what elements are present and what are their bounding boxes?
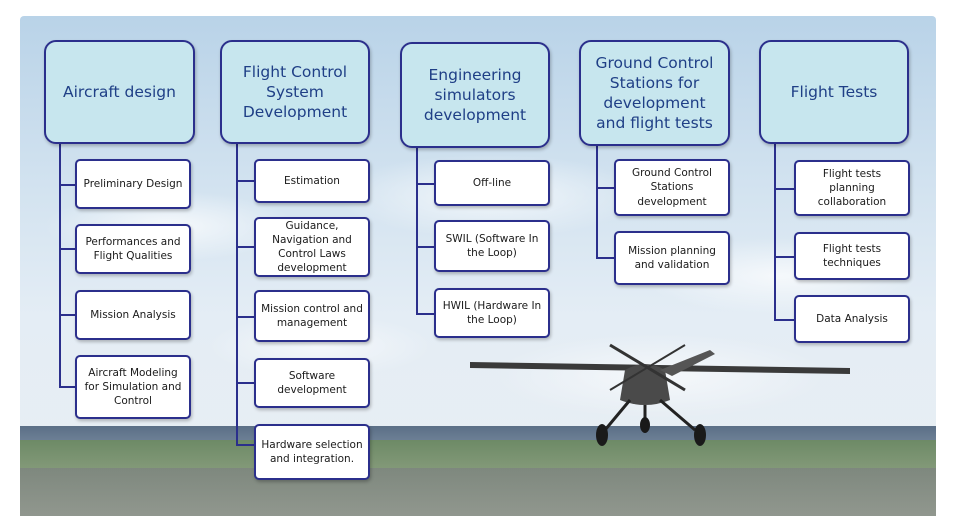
runway-background xyxy=(20,468,936,516)
connector-2-1 xyxy=(236,180,254,182)
connector-1-1 xyxy=(59,184,75,186)
header-flight-control-system: Flight Control System Development xyxy=(220,40,370,144)
connector-trunk-1 xyxy=(59,144,61,386)
connector-3-3 xyxy=(416,313,434,315)
item-hardware-selection: Hardware selection and integration. xyxy=(254,424,370,480)
connector-2-2 xyxy=(236,246,254,248)
header-ground-control-stations: Ground Control Stations for development … xyxy=(579,40,730,146)
wheel-left xyxy=(596,424,608,446)
connector-3-1 xyxy=(416,183,434,185)
item-mission-analysis: Mission Analysis xyxy=(75,290,191,340)
connector-3-2 xyxy=(416,246,434,248)
item-estimation: Estimation xyxy=(254,159,370,203)
treeline-background xyxy=(20,426,936,442)
connector-4-2 xyxy=(596,257,614,259)
connector-5-3 xyxy=(774,319,794,321)
item-gcs-development: Ground Control Stations development xyxy=(614,159,730,216)
aircraft-tail xyxy=(660,350,715,376)
wheel-nose xyxy=(640,417,650,433)
item-mission-planning: Mission planning and validation xyxy=(614,231,730,285)
item-data-analysis: Data Analysis xyxy=(794,295,910,343)
gear-strut-right xyxy=(659,398,696,432)
item-flight-tests-planning: Flight tests planning collaboration xyxy=(794,160,910,216)
connector-1-2 xyxy=(59,248,75,250)
item-mission-control: Mission control and management xyxy=(254,290,370,342)
item-software-development: Software development xyxy=(254,358,370,408)
connector-5-2 xyxy=(774,256,794,258)
header-aircraft-design: Aircraft design xyxy=(44,40,195,144)
header-engineering-simulators: Engineering simulators development xyxy=(400,42,550,148)
connector-2-5 xyxy=(236,444,254,446)
item-aircraft-modeling: Aircraft Modeling for Simulation and Con… xyxy=(75,355,191,419)
item-off-line: Off-line xyxy=(434,160,550,206)
connector-trunk-5 xyxy=(774,144,776,320)
item-preliminary-design: Preliminary Design xyxy=(75,159,191,209)
connector-trunk-3 xyxy=(416,148,418,314)
connector-trunk-4 xyxy=(596,146,598,258)
connector-2-4 xyxy=(236,382,254,384)
item-hwil: HWIL (Hardware In the Loop) xyxy=(434,288,550,338)
item-guidance-navigation-control: Guidance, Navigation and Control Laws de… xyxy=(254,217,370,277)
connector-trunk-2 xyxy=(236,144,238,446)
connector-5-1 xyxy=(774,188,794,190)
item-performances-flight-qualities: Performances and Flight Qualities xyxy=(75,224,191,274)
connector-4-1 xyxy=(596,187,614,189)
item-flight-tests-techniques: Flight tests techniques xyxy=(794,232,910,280)
aircraft-illustration xyxy=(470,343,850,446)
item-swil: SWIL (Software In the Loop) xyxy=(434,220,550,272)
connector-1-3 xyxy=(59,314,75,316)
wheel-right xyxy=(694,424,706,446)
connector-1-4 xyxy=(59,386,75,388)
aircraft-propeller-blur xyxy=(609,344,686,391)
gear-strut-left xyxy=(603,399,632,431)
header-flight-tests: Flight Tests xyxy=(759,40,909,144)
connector-2-3 xyxy=(236,316,254,318)
